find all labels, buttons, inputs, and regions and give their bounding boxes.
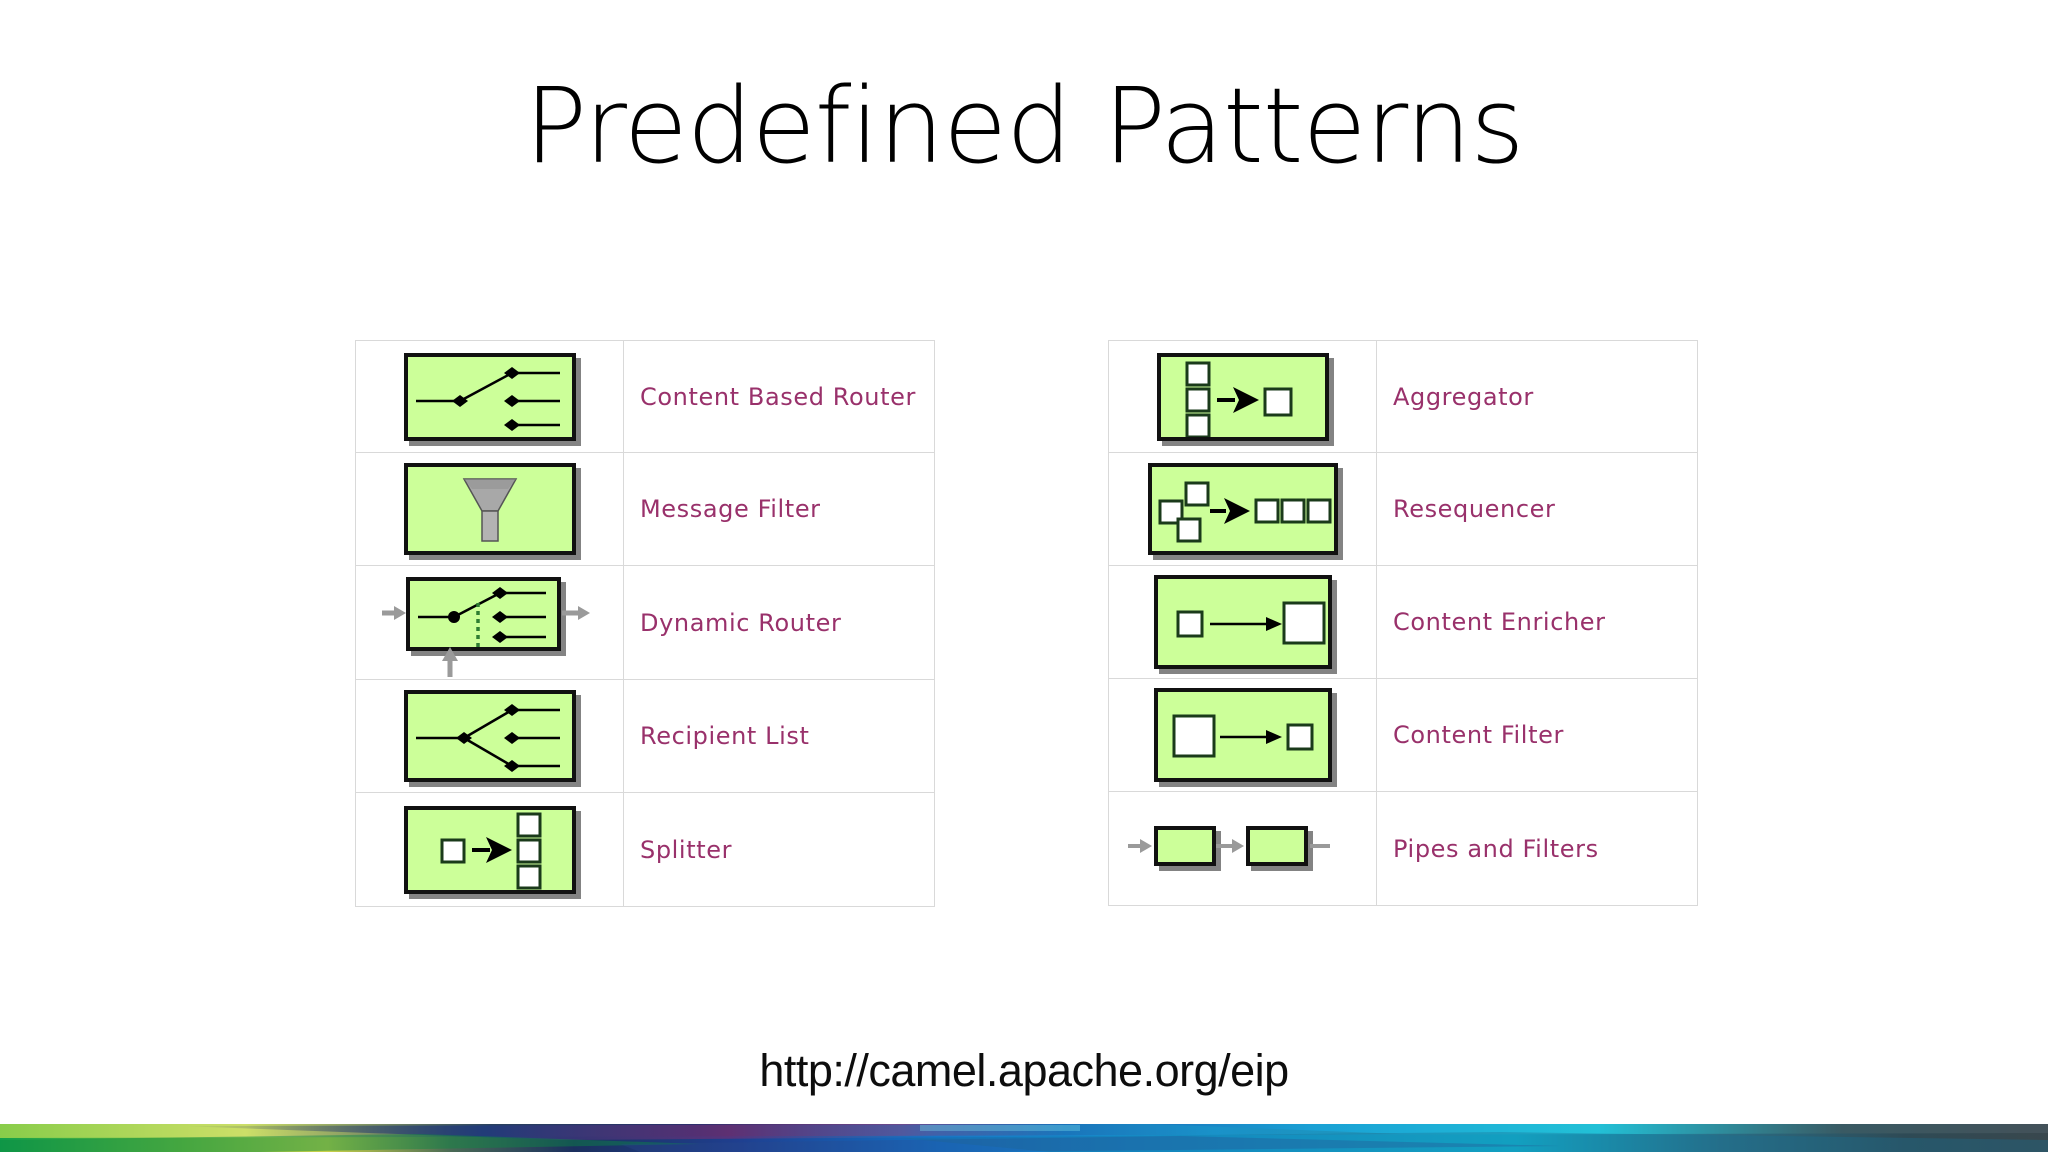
pattern-label: Recipient List bbox=[640, 722, 810, 750]
pattern-icon-cell bbox=[1109, 792, 1377, 905]
table-row[interactable]: Recipient List bbox=[355, 680, 935, 793]
pattern-label-cell: Content Filter bbox=[1377, 679, 1697, 791]
pattern-label: Content Based Router bbox=[640, 382, 916, 411]
content-filter-icon bbox=[1153, 688, 1332, 782]
patterns-table-left: Content Based Router Message Filter bbox=[355, 340, 935, 907]
table-row[interactable]: Content Enricher bbox=[1108, 566, 1698, 679]
pattern-label: Resequencer bbox=[1393, 495, 1556, 523]
aggregator-icon bbox=[1156, 352, 1329, 441]
pattern-icon-cell bbox=[356, 341, 624, 452]
page-title: Predefined Patterns bbox=[524, 65, 1524, 187]
dynamic-router-out-arrow bbox=[562, 605, 590, 620]
dynamic-router-in-arrow bbox=[382, 605, 406, 620]
patterns-tables: Content Based Router Message Filter bbox=[0, 340, 2048, 940]
dynamic-router-assembly bbox=[382, 571, 597, 677]
pattern-label: Content Filter bbox=[1393, 721, 1564, 749]
table-row[interactable]: Dynamic Router bbox=[355, 566, 935, 680]
pattern-label-cell: Splitter bbox=[624, 793, 934, 906]
pattern-icon-cell bbox=[356, 680, 624, 792]
pattern-label-cell: Content Based Router bbox=[624, 341, 934, 452]
pipes-filter-box-2 bbox=[1245, 825, 1308, 866]
resequencer-icon bbox=[1147, 463, 1338, 555]
pattern-icon-cell bbox=[356, 453, 624, 565]
dynamic-router-control-arrow bbox=[442, 646, 458, 677]
pattern-icon-cell bbox=[1109, 679, 1377, 791]
recipient-list-icon bbox=[403, 690, 576, 782]
pattern-icon-cell bbox=[356, 793, 624, 906]
pattern-label-cell: Pipes and Filters bbox=[1377, 792, 1697, 905]
pipes-and-filters-icon bbox=[1153, 825, 1216, 866]
content-based-router-icon bbox=[403, 352, 576, 441]
splitter-icon bbox=[403, 805, 576, 894]
pipes-in-arrow bbox=[1127, 838, 1152, 853]
pattern-icon-cell bbox=[1109, 566, 1377, 678]
pattern-icon-cell bbox=[1109, 341, 1377, 452]
table-row[interactable]: Aggregator bbox=[1108, 340, 1698, 453]
pattern-icon-cell bbox=[356, 566, 624, 679]
dynamic-router-icon bbox=[406, 576, 561, 651]
pattern-label-cell: Dynamic Router bbox=[624, 566, 934, 679]
pattern-label: Pipes and Filters bbox=[1393, 834, 1599, 863]
table-row[interactable]: Message Filter bbox=[355, 453, 935, 566]
table-row[interactable]: Pipes and Filters bbox=[1108, 792, 1698, 906]
pipes-out-arrow bbox=[1309, 843, 1330, 848]
pattern-label: Content Enricher bbox=[1393, 608, 1606, 636]
content-enricher-icon bbox=[1153, 575, 1332, 669]
pipes-mid-arrow bbox=[1215, 838, 1244, 853]
pattern-label-cell: Message Filter bbox=[624, 453, 934, 565]
pattern-label: Dynamic Router bbox=[640, 608, 842, 637]
decorative-band bbox=[0, 1124, 2048, 1152]
pipes-and-filters-assembly bbox=[1127, 814, 1358, 884]
pattern-label-cell: Content Enricher bbox=[1377, 566, 1697, 678]
message-filter-icon bbox=[403, 463, 576, 555]
pattern-label: Message Filter bbox=[640, 495, 821, 523]
pattern-label-cell: Aggregator bbox=[1377, 341, 1697, 452]
patterns-table-right: Aggregator bbox=[1108, 340, 1698, 906]
pattern-icon-cell bbox=[1109, 453, 1377, 565]
table-row[interactable]: Content Filter bbox=[1108, 679, 1698, 792]
table-row[interactable]: Content Based Router bbox=[355, 340, 935, 453]
footer-url[interactable]: http://camel.apache.org/eip bbox=[759, 1045, 1289, 1096]
table-row[interactable]: Resequencer bbox=[1108, 453, 1698, 566]
pattern-label-cell: Resequencer bbox=[1377, 453, 1697, 565]
pattern-label: Aggregator bbox=[1393, 382, 1534, 411]
pattern-label-cell: Recipient List bbox=[624, 680, 934, 792]
pattern-label: Splitter bbox=[640, 835, 733, 864]
table-row[interactable]: Splitter bbox=[355, 793, 935, 907]
